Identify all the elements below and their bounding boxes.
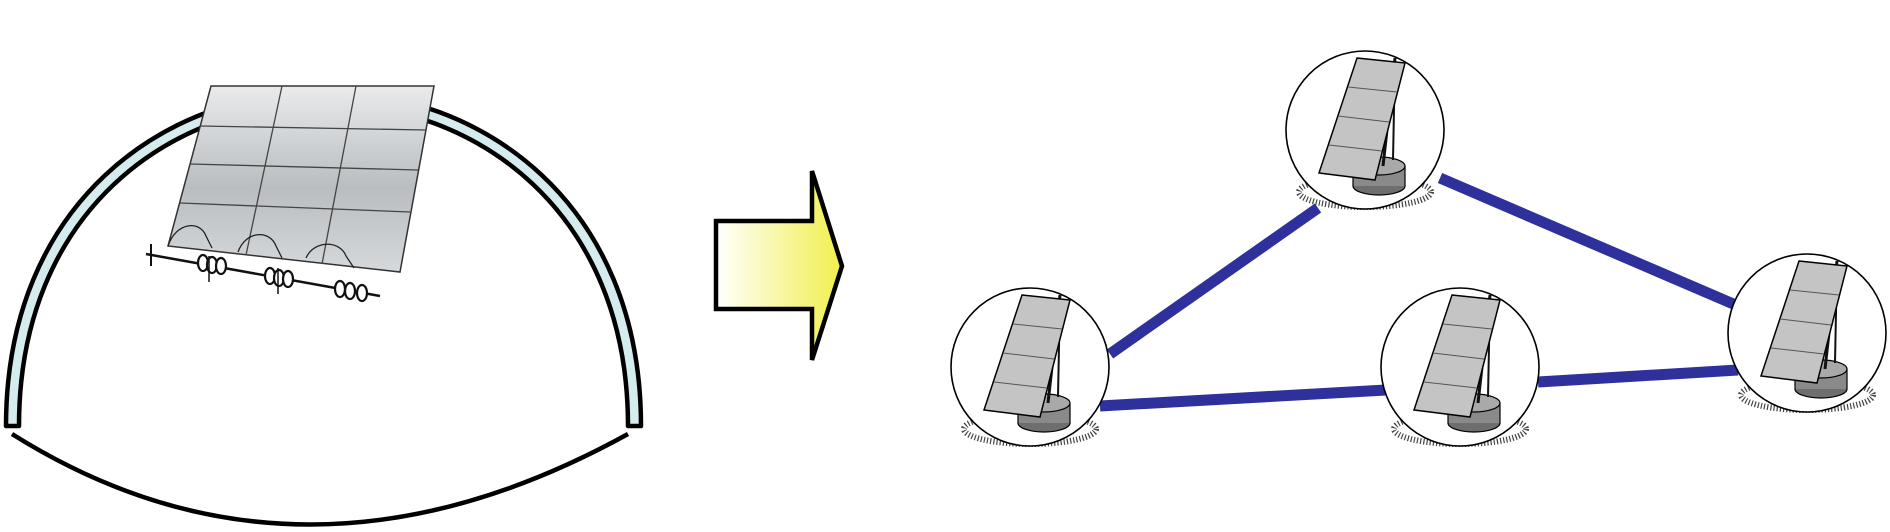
network-links (1099, 172, 1741, 412)
node-right (1728, 254, 1886, 412)
transition-arrow (713, 170, 845, 361)
dome-shell (3, 89, 644, 429)
node-middle (1381, 288, 1539, 446)
large-solar-array (145, 85, 435, 303)
link-top-right (1437, 172, 1741, 312)
dome-enclosure (3, 89, 644, 527)
link-left-middle (1099, 384, 1387, 412)
link-middle-right (1537, 364, 1739, 388)
node-left (951, 288, 1109, 446)
node-top (1286, 51, 1444, 209)
link-top-left (1106, 203, 1322, 359)
dome-base-curve (10, 432, 630, 527)
